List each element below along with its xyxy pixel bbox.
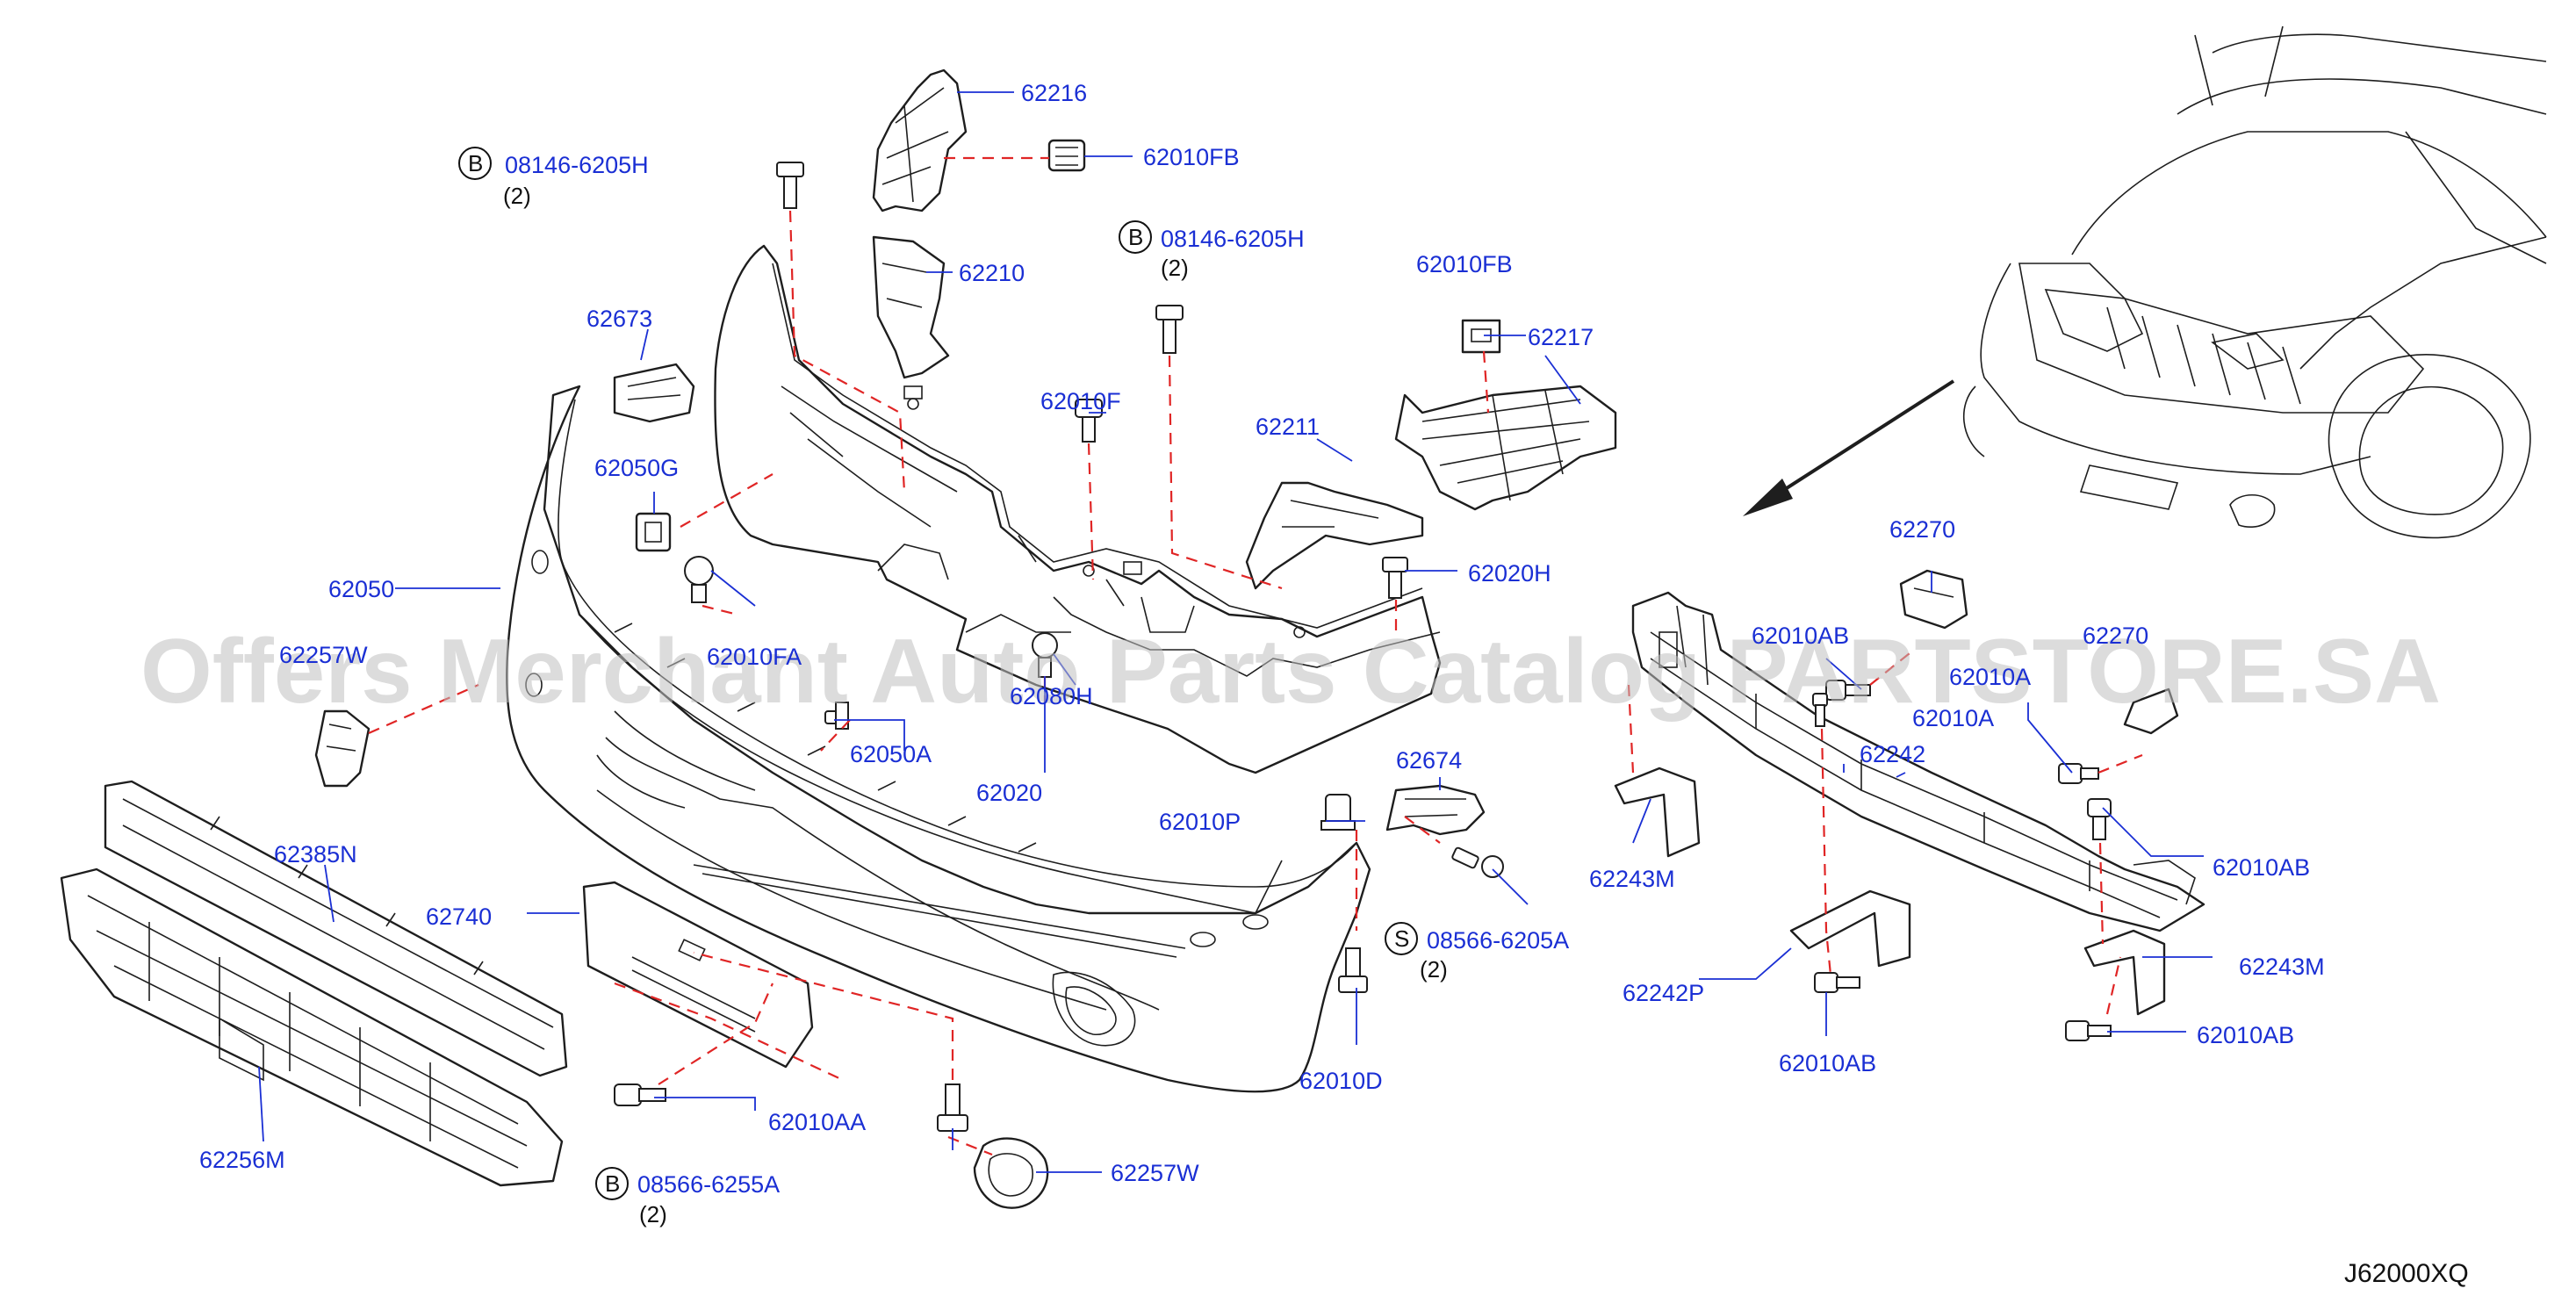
callout-62217[interactable]: 62217	[1528, 324, 1594, 350]
callout-prefix-letter: B	[605, 1170, 620, 1197]
callout-62256M[interactable]: 62256M	[199, 1147, 285, 1173]
watermark: Offers Merchant Auto Parts Catalog PARTS…	[140, 621, 2441, 723]
clip-62020H	[1382, 557, 1408, 599]
screw-62010D	[1338, 947, 1368, 993]
callout-62010AB-lower-left[interactable]: 62010AB	[1779, 1050, 1876, 1076]
callout-62080H[interactable]: 62080H	[1010, 683, 1093, 709]
bolt-62010A-a	[1812, 693, 1828, 727]
callout-62216[interactable]: 62216	[1021, 80, 1087, 106]
callout-qty-08566-6255A: (2)	[639, 1201, 667, 1227]
callout-62242P[interactable]: 62242P	[1623, 980, 1704, 1006]
callout-prefix-badge	[1119, 220, 1152, 254]
bolt-62010AB-b	[2087, 798, 2112, 840]
callout-62243M-right[interactable]: 62243M	[2239, 954, 2325, 980]
callout-62010AA[interactable]: 62010AA	[768, 1109, 866, 1135]
callout-62674[interactable]: 62674	[1396, 747, 1462, 774]
callout-62385N[interactable]: 62385N	[274, 841, 357, 867]
bolt-62010AB-a	[1825, 680, 1871, 701]
callout-prefix-letter: B	[468, 150, 483, 176]
callout-62010AB-right[interactable]: 62010AB	[2213, 854, 2310, 881]
callout-08566-6205A[interactable]: 08566-6205A	[1427, 927, 1569, 954]
bracket-62270-lower	[2123, 687, 2179, 735]
fog-lamp-ring-62257W	[973, 1137, 1049, 1209]
callout-62010D[interactable]: 62010D	[1299, 1068, 1383, 1094]
bracket-62243M-right	[2083, 929, 2166, 1016]
callout-08146-6205H-center[interactable]: 08146-6205H	[1161, 226, 1305, 252]
callout-qty-08146-center: (2)	[1161, 255, 1189, 281]
callout-62050[interactable]: 62050	[328, 576, 394, 602]
callout-62740[interactable]: 62740	[426, 903, 492, 930]
callout-08146-6205H-left[interactable]: 08146-6205H	[505, 152, 649, 178]
callout-62242[interactable]: 62242	[1860, 741, 1925, 767]
clip-62010P	[1320, 794, 1356, 831]
bumper-side-bracket-62216	[872, 68, 968, 212]
bumper-side-bracket-62210	[872, 235, 950, 379]
screw-08566-6205A	[1451, 846, 1504, 878]
screw-62010AA	[937, 1083, 968, 1132]
callout-62270-upper[interactable]: 62270	[1889, 516, 1955, 543]
callout-62243M-left[interactable]: 62243M	[1589, 866, 1675, 892]
bumper-side-bracket-62211	[1245, 481, 1424, 590]
bolt-62010A-b	[2058, 763, 2099, 784]
callout-62010FB-upper[interactable]: 62010FB	[1143, 144, 1240, 170]
callout-prefix-letter: B	[1128, 224, 1143, 250]
callout-62010AB-lower-right[interactable]: 62010AB	[2197, 1022, 2294, 1048]
clip-62010FA	[684, 556, 714, 603]
direction-arrow	[1743, 379, 1955, 516]
callout-62010AB-upper[interactable]: 62010AB	[1752, 623, 1849, 649]
front-bumper-fascia-62050	[506, 385, 1371, 1093]
alignment-lines	[368, 156, 2143, 1156]
bolt-08566-6255A	[614, 1083, 666, 1106]
bolt-62010AB-d	[2065, 1020, 2112, 1041]
callout-62211[interactable]: 62211	[1256, 414, 1320, 440]
bumper-side-bracket-62217	[1394, 385, 1617, 511]
bracket-62270-upper	[1899, 569, 1968, 630]
bracket-62674	[1385, 784, 1486, 836]
bracket-62242P	[1789, 889, 1911, 968]
clip-62010F	[1075, 399, 1103, 443]
callout-62010FB-right[interactable]: 62010FB	[1416, 251, 1513, 277]
callout-labels: 62216 62010FB B 08146-6205H (2) 62210 B …	[199, 80, 2325, 1227]
fog-lamp-bezel-62257W	[314, 709, 371, 788]
callout-62050A[interactable]: 62050A	[850, 741, 932, 767]
clip-62010FB-upper	[1047, 139, 1086, 172]
callout-prefix-badge	[458, 147, 492, 180]
callout-62673[interactable]: 62673	[586, 306, 652, 332]
bracket-62673	[613, 363, 695, 423]
callout-62257W-lower[interactable]: 62257W	[1111, 1160, 1199, 1186]
callout-62050G[interactable]: 62050G	[594, 455, 679, 481]
callout-prefix-badge	[595, 1167, 629, 1200]
callout-prefix-badge	[1385, 922, 1418, 955]
callout-62020[interactable]: 62020	[976, 780, 1042, 806]
callout-62010FA[interactable]: 62010FA	[707, 644, 802, 670]
bumper-mounting-bracket-62020	[714, 244, 1442, 774]
callout-62010F[interactable]: 62010F	[1040, 388, 1121, 414]
callout-62270-lower[interactable]: 62270	[2083, 623, 2148, 649]
callout-qty-08566-6205A: (2)	[1420, 956, 1448, 983]
callout-62010A-upper[interactable]: 62010A	[1949, 664, 2031, 690]
callout-qty-08146-left: (2)	[503, 183, 531, 209]
callout-62010A-lower[interactable]: 62010A	[1912, 705, 1994, 731]
callout-prefix-letter: S	[1394, 925, 1409, 952]
lower-grille-62256M	[60, 867, 564, 1187]
bracket-62243M-left	[1614, 767, 1701, 858]
leader-lines	[258, 91, 2213, 1173]
callout-62210[interactable]: 62210	[959, 260, 1025, 286]
callout-08566-6255A[interactable]: 08566-6255A	[637, 1171, 780, 1198]
clip-62050G	[635, 512, 672, 552]
bolt-08146-center	[1155, 305, 1184, 354]
vehicle-reference-illustration	[1962, 25, 2547, 539]
garnish-62385N	[104, 780, 568, 1077]
clip-62010FB-right	[1461, 319, 1501, 354]
callout-62020H[interactable]: 62020H	[1468, 560, 1551, 587]
callout-62010P[interactable]: 62010P	[1159, 809, 1241, 835]
diagram-code: J62000XQ	[2344, 1259, 2469, 1288]
bolt-08146-upper-left	[776, 162, 804, 209]
callout-62257W-upper[interactable]: 62257W	[279, 642, 368, 668]
bolt-62010AB-c	[1814, 972, 1860, 993]
